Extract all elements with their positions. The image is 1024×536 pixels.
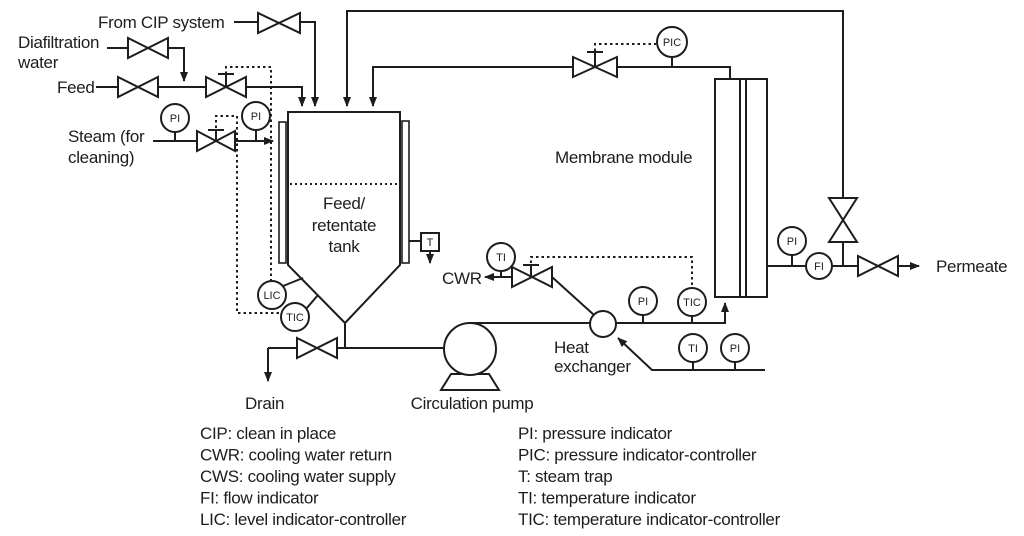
label-circulation-pump: Circulation pump xyxy=(411,394,534,413)
label-tank-3: tank xyxy=(329,237,361,256)
feed-control-valve-actuator xyxy=(218,73,234,87)
lic-tag: LIC xyxy=(263,290,280,302)
pi-indicator-cws: PI xyxy=(720,333,750,363)
label-permeate: Permeate xyxy=(936,257,1007,276)
pi-indicator-steam-upstream: PI xyxy=(160,103,190,133)
legend-column-left: CIP: clean in place CWR: cooling water r… xyxy=(200,424,407,529)
pipe-permeate-recycle-top xyxy=(343,10,844,198)
pipe-diafiltration-to-feed xyxy=(168,47,188,82)
label-heat-exchanger-2: exchanger xyxy=(554,357,631,376)
label-membrane-module: Membrane module xyxy=(555,148,692,167)
pi-indicator-steam-downstream: PI xyxy=(241,101,271,131)
process-piping xyxy=(96,10,920,382)
circulation-pump xyxy=(439,322,501,391)
tic-controller-tank: TIC xyxy=(280,302,310,332)
signal-lic-to-feed-valve xyxy=(225,66,272,281)
legend-item-pic: PIC: pressure indicator-controller xyxy=(518,446,757,465)
label-diafiltration-1: Diafiltration xyxy=(18,33,99,52)
pi-tag: PI xyxy=(787,236,797,248)
retentate-control-valve xyxy=(572,51,618,79)
feed-retentate-tank xyxy=(287,111,401,325)
pi-indicator-module-feed: PI xyxy=(628,286,658,316)
permeate-recycle-valve xyxy=(827,197,859,243)
label-tank-1: Feed/ xyxy=(323,194,366,213)
pi-tag: PI xyxy=(170,113,180,125)
cooling-water-valve-actuator xyxy=(523,264,539,277)
ti-tag: TI xyxy=(688,343,698,355)
pi-tag: PI xyxy=(730,343,740,355)
steam-control-valve-actuator xyxy=(208,129,224,141)
steam-trap-tag: T xyxy=(427,237,434,249)
retentate-control-valve-actuator xyxy=(587,51,603,67)
pipe-retentate-return-right xyxy=(617,66,731,79)
label-from-cip: From CIP system xyxy=(98,13,225,32)
valves xyxy=(117,11,899,360)
feed-valve xyxy=(117,75,159,99)
label-tank-2: retentate xyxy=(312,216,376,235)
label-steam-2: cleaning) xyxy=(68,148,134,167)
legend-item-cwr: CWR: cooling water return xyxy=(200,446,392,465)
pipe-cws-supply xyxy=(617,337,765,371)
drain-valve xyxy=(296,336,338,360)
signal-tic-to-cooling-valve xyxy=(530,256,693,287)
cip-valve xyxy=(257,11,301,35)
pic-controller-retentate: PIC xyxy=(656,26,688,58)
pi-indicator-permeate: PI xyxy=(777,226,807,256)
fi-indicator-permeate: FI xyxy=(805,252,833,280)
heat-exchanger xyxy=(589,310,617,338)
pi-tag: PI xyxy=(638,296,648,308)
signal-tic-to-steam-valve xyxy=(215,115,281,314)
label-steam-1: Steam (for xyxy=(68,127,145,146)
fi-tag: FI xyxy=(814,261,824,273)
label-feed: Feed xyxy=(57,78,95,97)
ti-indicator-cwr: TI xyxy=(486,242,516,272)
instrument-stems xyxy=(174,57,793,370)
pipe-pump-to-module xyxy=(471,302,729,324)
legend-item-cws: CWS: cooling water supply xyxy=(200,467,396,486)
membrane-divider xyxy=(739,79,747,297)
membrane-module xyxy=(714,78,768,298)
ti-indicator-cws: TI xyxy=(678,333,708,363)
signal-pic-to-recycle-valve xyxy=(594,43,656,51)
lic-controller-tank: LIC xyxy=(257,280,287,310)
label-diafiltration-2: water xyxy=(17,53,59,72)
pi-tag: PI xyxy=(251,111,261,123)
legend-item-ti: TI: temperature indicator xyxy=(518,489,696,508)
permeate-valve xyxy=(857,254,899,278)
pipe-retentate-return-left xyxy=(369,66,573,107)
instrument-bubbles: PI PI PIC LIC TIC TI PI TIC xyxy=(160,26,833,363)
legend: CIP: clean in place CWR: cooling water r… xyxy=(200,424,781,529)
tank-jacket-right xyxy=(401,120,410,264)
equipment: T xyxy=(278,78,768,391)
cooling-water-control-valve xyxy=(511,264,553,289)
pipe-cwr-diagonal xyxy=(551,276,595,316)
ti-tag: TI xyxy=(496,252,506,264)
legend-item-lic: LIC: level indicator-controller xyxy=(200,510,407,529)
legend-item-tic: TIC: temperature indicator-controller xyxy=(518,510,781,529)
diafiltration-valve xyxy=(127,36,169,60)
legend-item-cip: CIP: clean in place xyxy=(200,424,336,443)
pump-pedestal xyxy=(439,373,501,391)
label-cwr: CWR xyxy=(442,269,482,288)
legend-item-fi: FI: flow indicator xyxy=(200,489,319,508)
label-heat-exchanger-1: Heat xyxy=(554,338,589,357)
pipe-cip-to-tank xyxy=(300,21,319,107)
diagram-labels: From CIP system Diafiltration water Feed… xyxy=(17,13,1008,413)
legend-item-t: T: steam trap xyxy=(518,467,612,486)
steam-control-valve xyxy=(196,129,236,153)
tank-jacket-left xyxy=(278,121,287,264)
pipe-feed-to-tank xyxy=(246,86,306,107)
legend-item-pi: PI: pressure indicator xyxy=(518,424,673,443)
label-drain: Drain xyxy=(245,394,284,413)
tic-controller-module-feed: TIC xyxy=(677,287,707,317)
legend-column-right: PI: pressure indicator PIC: pressure ind… xyxy=(518,424,781,529)
pump-body xyxy=(443,322,497,376)
feed-control-valve xyxy=(205,73,247,99)
pic-tag: PIC xyxy=(663,37,681,49)
tic-tag: TIC xyxy=(286,312,304,324)
tic-tag: TIC xyxy=(683,297,701,309)
steam-trap: T xyxy=(420,232,440,252)
